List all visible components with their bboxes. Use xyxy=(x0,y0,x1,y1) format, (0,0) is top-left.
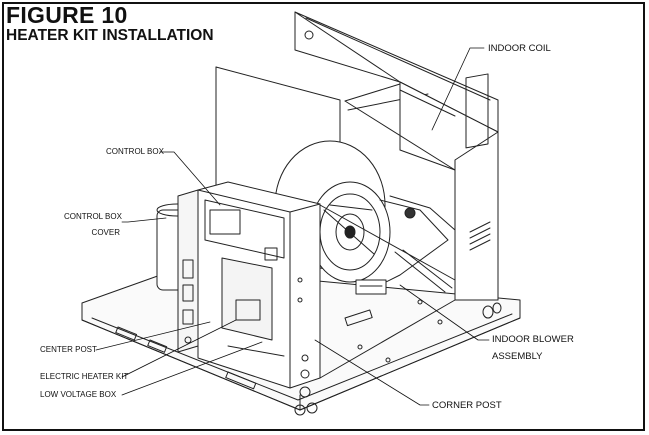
label-indoor-blower-line2: ASSEMBLY xyxy=(492,351,543,362)
label-control-box-cover-line1: CONTROL BOX xyxy=(64,212,122,221)
label-center-post: CENTER POST xyxy=(40,345,97,354)
heater-kit-frame xyxy=(197,181,321,398)
figure-subtitle: HEATER KIT INSTALLATION xyxy=(6,27,214,44)
leader-lines xyxy=(95,47,490,406)
figure-title: FIGURE 10 xyxy=(6,2,128,28)
label-indoor-blower-line1: INDOOR BLOWER xyxy=(492,334,574,345)
control-box xyxy=(156,189,199,353)
label-corner-post: CORNER POST xyxy=(432,400,502,411)
right-side-panel xyxy=(454,73,499,301)
label-control-box-cover-line2: COVER xyxy=(91,228,120,237)
base-details xyxy=(319,204,456,379)
label-control-box: CONTROL BOX xyxy=(106,147,164,156)
label-electric-heater-kit: ELECTRIC HEATER KIT xyxy=(40,372,129,381)
label-indoor-coil: INDOOR COIL xyxy=(488,43,551,54)
label-low-voltage-box: LOW VOLTAGE BOX xyxy=(40,390,117,399)
